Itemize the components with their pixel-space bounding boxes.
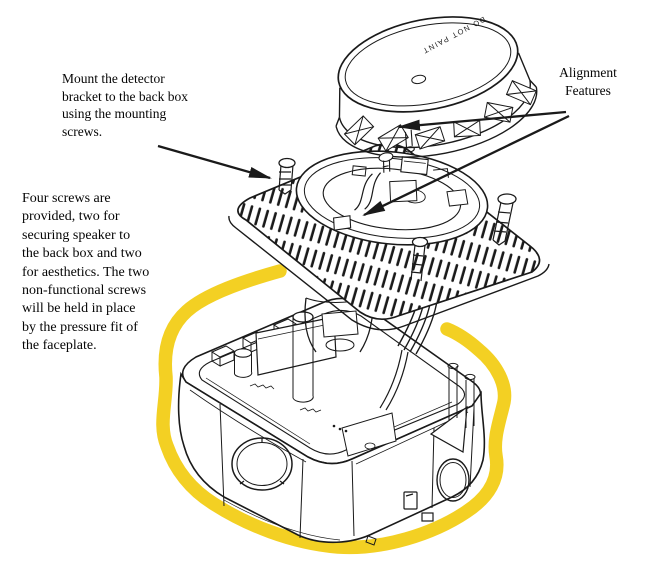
note-four-screws: Four screws are provided, two for securi… (22, 191, 150, 354)
arrow-mount-note (157, 144, 272, 180)
detector-head-illustration: DO NOT PAINT (335, 15, 538, 173)
label-alignment-features: Alignment Features (559, 65, 617, 98)
mounting-screw-center (410, 236, 429, 282)
highlight-marker-loop (156, 264, 512, 555)
interior-structures (233, 311, 476, 457)
speaker-assembly-illustration (228, 142, 550, 331)
detector-alignment-tab (404, 129, 415, 153)
side-knockout (436, 458, 470, 502)
detector-bracket-ring (295, 150, 489, 246)
front-knockout (231, 437, 293, 491)
mounting-screw-left (278, 157, 296, 195)
bracket-screw (378, 152, 394, 173)
back-box-illustration (177, 297, 486, 546)
detector-vents (343, 80, 537, 152)
arrow-alignment-detector (397, 110, 567, 131)
callout-arrows (157, 110, 570, 217)
highlight-stroke (156, 264, 512, 555)
note-mount-detector: Mount the detector bracket to the back b… (62, 71, 188, 139)
arrow-alignment-bracket (362, 114, 570, 217)
mounting-clips (365, 491, 434, 546)
mounting-screw-right (492, 193, 517, 246)
